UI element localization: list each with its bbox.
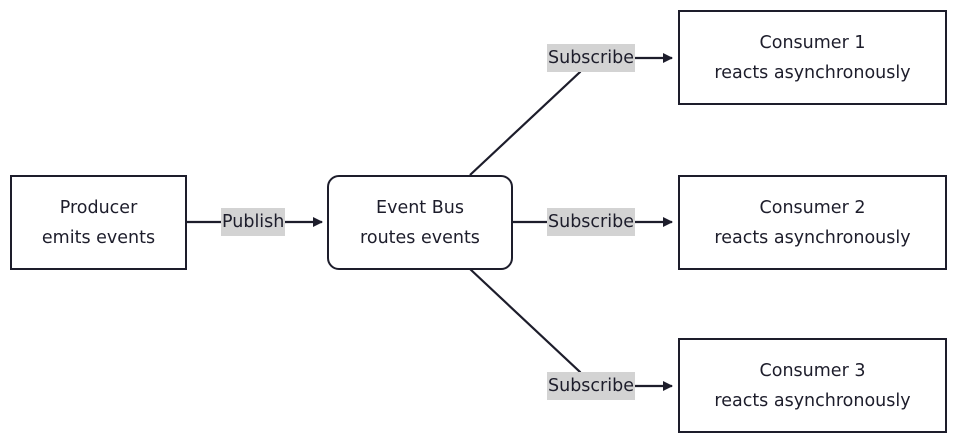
consumer-3-subtitle: reacts asynchronously <box>714 390 911 411</box>
event-bus-title: Event Bus <box>376 197 464 218</box>
producer-title: Producer <box>59 197 138 218</box>
producer-subtitle: emits events <box>41 227 156 248</box>
subscribe-arrow-consumer-3 <box>469 268 673 391</box>
consumer-3-node: Consumer 3 reacts asynchronously <box>678 338 947 433</box>
consumer-2-subtitle: reacts asynchronously <box>714 227 911 248</box>
consumer-2-node: Consumer 2 reacts asynchronously <box>678 175 947 270</box>
consumer-3-title: Consumer 3 <box>759 360 866 381</box>
publish-label: Publish <box>221 208 286 236</box>
producer-node: Producer emits events <box>10 175 187 270</box>
event-bus-subtitle: routes events <box>360 227 480 248</box>
subscribe-arrow-consumer-1 <box>469 53 673 176</box>
subscribe-label-2: Subscribe <box>547 208 635 236</box>
consumer-1-title: Consumer 1 <box>759 32 866 53</box>
event-bus-node: Event Bus routes events <box>327 175 513 270</box>
subscribe-label-3: Subscribe <box>547 372 635 400</box>
consumer-1-node: Consumer 1 reacts asynchronously <box>678 10 947 105</box>
consumer-2-title: Consumer 2 <box>759 197 866 218</box>
subscribe-label-1: Subscribe <box>547 44 635 72</box>
consumer-1-subtitle: reacts asynchronously <box>714 62 911 83</box>
